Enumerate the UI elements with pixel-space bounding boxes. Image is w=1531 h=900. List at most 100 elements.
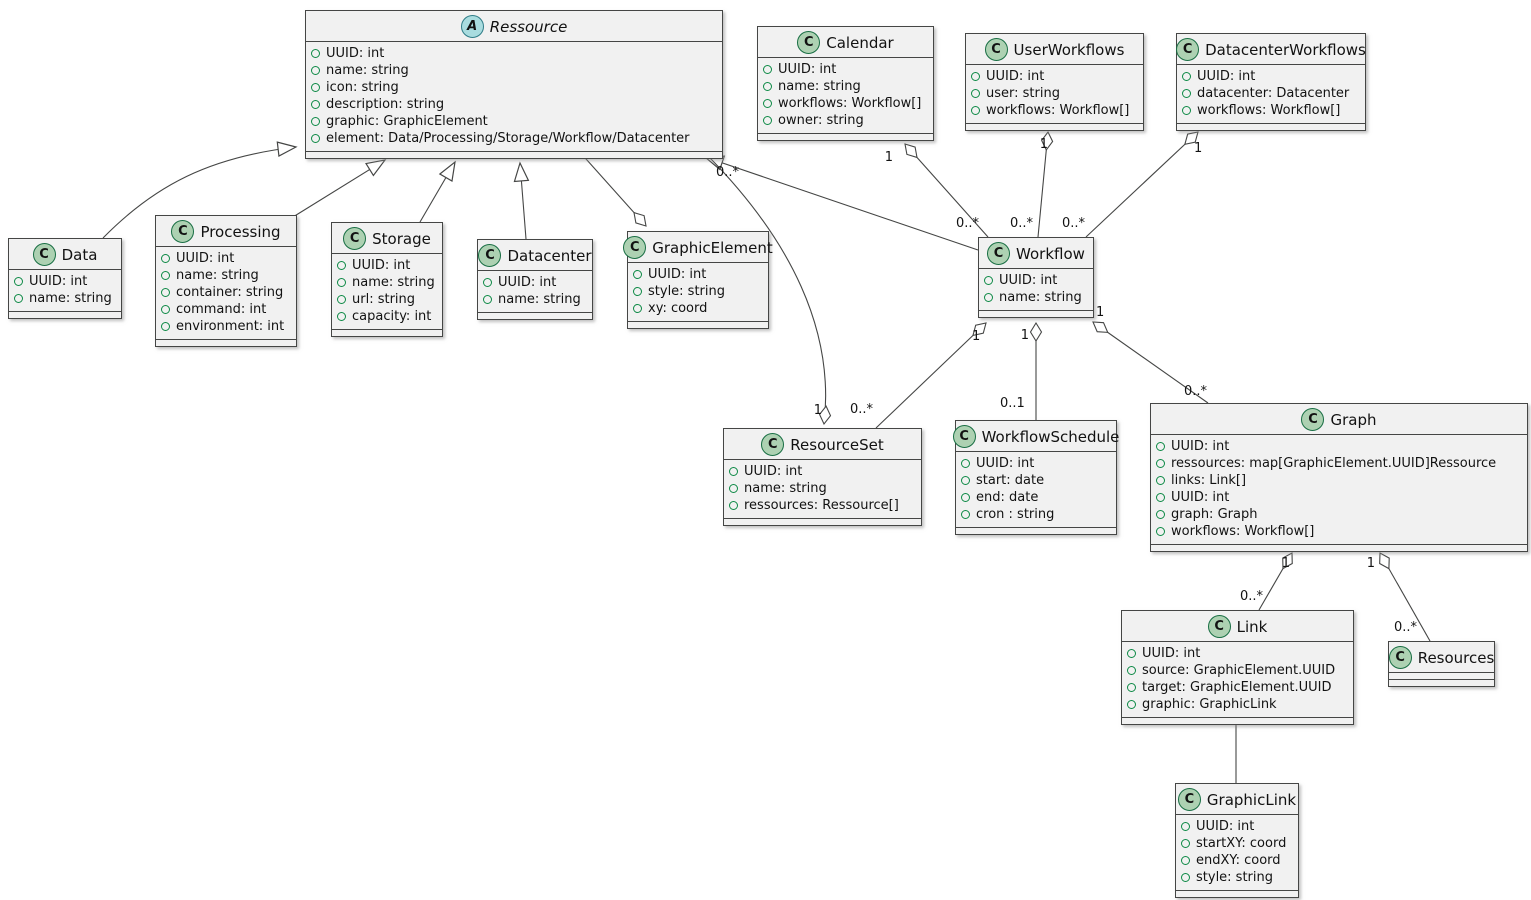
class-datacenter[interactable]: C Datacenter UUID: int name: string bbox=[477, 239, 593, 320]
methods-compartment bbox=[758, 133, 933, 140]
class-workflow[interactable]: C Workflow UUID: int name: string bbox=[978, 237, 1094, 318]
field-icon bbox=[1156, 459, 1165, 468]
class-calendar[interactable]: C Calendar UUID: int name: string workfl… bbox=[757, 26, 934, 141]
class-title: C Link bbox=[1122, 611, 1353, 641]
attributes-compartment: UUID: int style: string xy: coord bbox=[628, 262, 768, 321]
class-datacenterworkflows[interactable]: C DatacenterWorkflows UUID: int datacent… bbox=[1176, 33, 1366, 131]
methods-compartment bbox=[478, 312, 592, 319]
attributes-compartment: UUID: int name: string bbox=[9, 269, 121, 311]
field-icon bbox=[1127, 700, 1136, 709]
class-title: A Ressource bbox=[306, 11, 722, 41]
attribute: container: string bbox=[161, 284, 288, 301]
field-icon bbox=[161, 254, 170, 263]
edge-storage-extends-ressource bbox=[419, 160, 456, 223]
class-title: C WorkflowSchedule bbox=[952, 421, 1119, 451]
attribute: cron : string bbox=[961, 506, 1108, 523]
field-icon bbox=[1156, 442, 1165, 451]
multiplicity-label: 0..* bbox=[1184, 384, 1208, 399]
field-icon bbox=[961, 493, 970, 502]
attribute: user: string bbox=[971, 85, 1135, 102]
field-icon bbox=[311, 66, 320, 75]
class-title: C Processing bbox=[156, 216, 296, 246]
field-icon bbox=[337, 295, 346, 304]
class-userworkflows[interactable]: C UserWorkflows UUID: int user: string w… bbox=[965, 33, 1144, 131]
attribute: UUID: int bbox=[763, 61, 925, 78]
attribute: xy: coord bbox=[633, 300, 760, 317]
attribute: UUID: int bbox=[1156, 438, 1519, 455]
multiplicity-label: 0..* bbox=[850, 402, 874, 417]
attribute: ressources: map[GraphicElement.UUID]Ress… bbox=[1156, 455, 1519, 472]
attribute: UUID: int bbox=[483, 274, 584, 291]
class-title: C DatacenterWorkflows bbox=[1176, 34, 1366, 64]
attribute: style: string bbox=[633, 283, 760, 300]
field-icon bbox=[1156, 493, 1165, 502]
field-icon bbox=[1156, 476, 1165, 485]
attribute: workflows: Workflow[] bbox=[763, 95, 925, 112]
class-graphicelement[interactable]: C GraphicElement UUID: int style: string… bbox=[623, 231, 773, 329]
attributes-compartment: UUID: int name: string workflows: Workfl… bbox=[758, 57, 933, 133]
methods-compartment bbox=[1176, 890, 1298, 897]
attribute: UUID: int bbox=[729, 463, 913, 480]
class-title: C Resources bbox=[1388, 642, 1495, 672]
class-icon: C bbox=[952, 425, 976, 448]
attribute: icon: string bbox=[311, 79, 714, 96]
field-icon bbox=[984, 293, 993, 302]
edge-workflow-resourceset bbox=[875, 322, 987, 429]
attribute: name: string bbox=[14, 290, 113, 307]
attribute: datacenter: Datacenter bbox=[1182, 85, 1357, 102]
methods-compartment bbox=[1177, 123, 1365, 130]
attribute: UUID: int bbox=[161, 250, 288, 267]
attribute: graph: Graph bbox=[1156, 506, 1519, 523]
class-resourceset[interactable]: C ResourceSet UUID: int name: string res… bbox=[723, 428, 922, 526]
attribute: UUID: int bbox=[984, 272, 1085, 289]
field-icon bbox=[483, 278, 492, 287]
methods-compartment bbox=[979, 310, 1093, 317]
attribute: graphic: GraphicLink bbox=[1127, 696, 1345, 713]
field-icon bbox=[971, 72, 980, 81]
class-name: Resources bbox=[1417, 648, 1495, 667]
class-title: C Workflow bbox=[979, 238, 1093, 268]
class-title: C Calendar bbox=[758, 27, 933, 57]
class-link[interactable]: C Link UUID: int source: GraphicElement.… bbox=[1121, 610, 1354, 725]
attribute: links: Link[] bbox=[1156, 472, 1519, 489]
class-name: DatacenterWorkflows bbox=[1205, 40, 1366, 59]
attribute: workflows: Workflow[] bbox=[1156, 523, 1519, 540]
class-ressource[interactable]: A Ressource UUID: int name: string icon:… bbox=[305, 10, 723, 159]
class-workflowschedule[interactable]: C WorkflowSchedule UUID: int start: date… bbox=[952, 420, 1119, 535]
class-storage[interactable]: C Storage UUID: int name: string url: st… bbox=[331, 222, 443, 337]
class-name: Data bbox=[61, 245, 98, 264]
field-icon bbox=[161, 322, 170, 331]
class-resources[interactable]: C Resources bbox=[1388, 641, 1495, 687]
attribute: target: GraphicElement.UUID bbox=[1127, 679, 1345, 696]
attributes-compartment: UUID: int start: date end: date cron : s… bbox=[956, 451, 1116, 527]
multiplicity-label: 1 bbox=[1282, 556, 1290, 571]
attribute: UUID: int bbox=[311, 45, 714, 62]
field-icon bbox=[1127, 649, 1136, 658]
field-icon bbox=[763, 82, 772, 91]
field-icon bbox=[729, 501, 738, 510]
attributes-compartment: UUID: int user: string workflows: Workfl… bbox=[966, 64, 1143, 123]
multiplicity-label: 1 bbox=[1040, 137, 1048, 152]
class-graphiclink[interactable]: C GraphicLink UUID: int startXY: coord e… bbox=[1175, 783, 1299, 898]
class-graph[interactable]: C Graph UUID: int ressources: map[Graphi… bbox=[1150, 403, 1528, 552]
attribute: UUID: int bbox=[14, 273, 113, 290]
class-processing[interactable]: C Processing UUID: int name: string cont… bbox=[155, 215, 297, 347]
field-icon bbox=[1182, 89, 1191, 98]
multiplicity-label: 1 bbox=[1096, 305, 1104, 320]
multiplicity-label: 0..* bbox=[716, 165, 740, 180]
edge-datacenterworkflows-workflow bbox=[1085, 131, 1199, 238]
class-data[interactable]: C Data UUID: int name: string bbox=[8, 238, 122, 319]
field-icon bbox=[1182, 72, 1191, 81]
multiplicity-label: 0..* bbox=[1062, 216, 1086, 231]
field-icon bbox=[311, 117, 320, 126]
abstract-class-icon: A bbox=[460, 15, 484, 38]
attributes-compartment: UUID: int name: string icon: string desc… bbox=[306, 41, 722, 151]
class-name: ResourceSet bbox=[790, 435, 884, 454]
attributes-compartment: UUID: int ressources: map[GraphicElement… bbox=[1151, 434, 1527, 544]
class-name: UserWorkflows bbox=[1013, 40, 1125, 59]
field-icon bbox=[984, 276, 993, 285]
methods-compartment bbox=[156, 339, 296, 346]
multiplicity-label: 1 bbox=[1021, 328, 1029, 343]
